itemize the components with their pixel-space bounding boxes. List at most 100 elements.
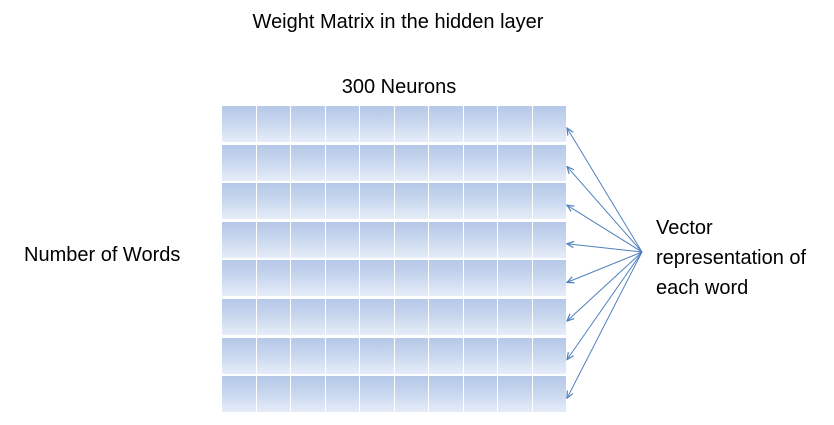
matrix-cell bbox=[394, 260, 429, 297]
matrix-cell bbox=[360, 260, 395, 297]
matrix-cell bbox=[256, 337, 291, 374]
matrix-cell bbox=[463, 299, 498, 335]
vector-arrow bbox=[567, 251, 643, 360]
matrix-cell bbox=[498, 221, 533, 258]
matrix-cell bbox=[429, 260, 464, 297]
matrix-cell bbox=[256, 106, 291, 142]
matrix-cell bbox=[463, 260, 498, 297]
matrix-cell bbox=[325, 299, 360, 335]
matrix-row bbox=[222, 221, 566, 258]
matrix-cell bbox=[532, 144, 566, 181]
matrix-cell bbox=[360, 106, 395, 142]
matrix-cell bbox=[291, 183, 326, 220]
matrix-cell bbox=[394, 183, 429, 220]
matrix-cell bbox=[291, 337, 326, 374]
matrix-cell bbox=[291, 144, 326, 181]
matrix-cell bbox=[498, 337, 533, 374]
matrix-cell bbox=[291, 376, 326, 413]
matrix-row bbox=[222, 260, 566, 297]
diagram-title: Weight Matrix in the hidden layer bbox=[252, 11, 544, 33]
matrix-cell bbox=[256, 299, 291, 335]
matrix-cell bbox=[463, 376, 498, 413]
matrix-cell bbox=[394, 299, 429, 335]
matrix-cell bbox=[256, 221, 291, 258]
matrix-cell bbox=[532, 106, 566, 142]
matrix-cell bbox=[325, 337, 360, 374]
matrix-cell bbox=[222, 376, 257, 413]
matrix-cell bbox=[222, 260, 257, 297]
columns-label: 300 Neurons bbox=[341, 76, 457, 98]
vector-arrow bbox=[567, 205, 643, 253]
matrix-row bbox=[222, 337, 566, 374]
matrix-cell bbox=[532, 183, 566, 220]
matrix-cell bbox=[360, 376, 395, 413]
rows-label: Number of Words bbox=[24, 244, 181, 266]
vector-arrow bbox=[567, 128, 643, 253]
weight-matrix bbox=[222, 106, 566, 413]
matrix-cell bbox=[429, 144, 464, 181]
matrix-cell bbox=[498, 260, 533, 297]
vector-label-line-2: representation of bbox=[656, 247, 807, 269]
matrix-cell bbox=[498, 376, 533, 413]
matrix-cell bbox=[394, 221, 429, 258]
matrix-row bbox=[222, 144, 566, 181]
matrix-cell bbox=[532, 299, 566, 335]
matrix-row bbox=[222, 106, 566, 142]
matrix-cell bbox=[498, 183, 533, 220]
matrix-cell bbox=[325, 106, 360, 142]
vector-label-line-3: each word bbox=[656, 277, 749, 299]
matrix-cell bbox=[291, 106, 326, 142]
matrix-cell bbox=[498, 106, 533, 142]
matrix-cell bbox=[532, 221, 566, 258]
matrix-cell bbox=[325, 376, 360, 413]
matrix-cell bbox=[325, 183, 360, 220]
matrix-cell bbox=[463, 106, 498, 142]
vector-arrow bbox=[567, 167, 643, 253]
matrix-cell bbox=[360, 337, 395, 374]
vector-arrow bbox=[567, 251, 643, 321]
vector-arrow bbox=[567, 244, 643, 253]
matrix-cell bbox=[222, 183, 257, 220]
matrix-cell bbox=[429, 183, 464, 220]
matrix-cell bbox=[222, 299, 257, 335]
matrix-cell bbox=[291, 221, 326, 258]
matrix-cell bbox=[256, 376, 291, 413]
matrix-cell bbox=[498, 299, 533, 335]
matrix-cell bbox=[222, 337, 257, 374]
matrix-cell bbox=[394, 106, 429, 142]
matrix-cell bbox=[291, 260, 326, 297]
matrix-cell bbox=[429, 376, 464, 413]
matrix-row bbox=[222, 376, 566, 413]
matrix-cell bbox=[291, 299, 326, 335]
matrix-cell bbox=[394, 144, 429, 181]
matrix-cell bbox=[429, 106, 464, 142]
matrix-cell bbox=[222, 221, 257, 258]
matrix-cell bbox=[325, 221, 360, 258]
matrix-cell bbox=[394, 337, 429, 374]
matrix-cell bbox=[360, 299, 395, 335]
matrix-cell bbox=[222, 106, 257, 142]
matrix-cell bbox=[360, 221, 395, 258]
matrix-cell bbox=[463, 183, 498, 220]
matrix-cell bbox=[256, 183, 291, 220]
matrix-cell bbox=[360, 183, 395, 220]
matrix-cell bbox=[532, 260, 566, 297]
matrix-cell bbox=[222, 144, 257, 181]
matrix-cell bbox=[325, 144, 360, 181]
matrix-cell bbox=[532, 376, 566, 413]
matrix-row bbox=[222, 299, 566, 335]
matrix-cell bbox=[394, 376, 429, 413]
vector-label-line-1: Vector bbox=[656, 217, 713, 239]
vector-arrow bbox=[567, 251, 643, 398]
matrix-cell bbox=[325, 260, 360, 297]
vector-label: Vector representation of each word bbox=[656, 213, 806, 303]
matrix-cell bbox=[360, 144, 395, 181]
matrix-cell bbox=[498, 144, 533, 181]
vector-arrow bbox=[567, 251, 643, 282]
matrix-cell bbox=[256, 260, 291, 297]
matrix-cell bbox=[463, 144, 498, 181]
matrix-cell bbox=[532, 337, 566, 374]
matrix-row bbox=[222, 183, 566, 220]
matrix-cell bbox=[463, 221, 498, 258]
matrix-cell bbox=[429, 299, 464, 335]
